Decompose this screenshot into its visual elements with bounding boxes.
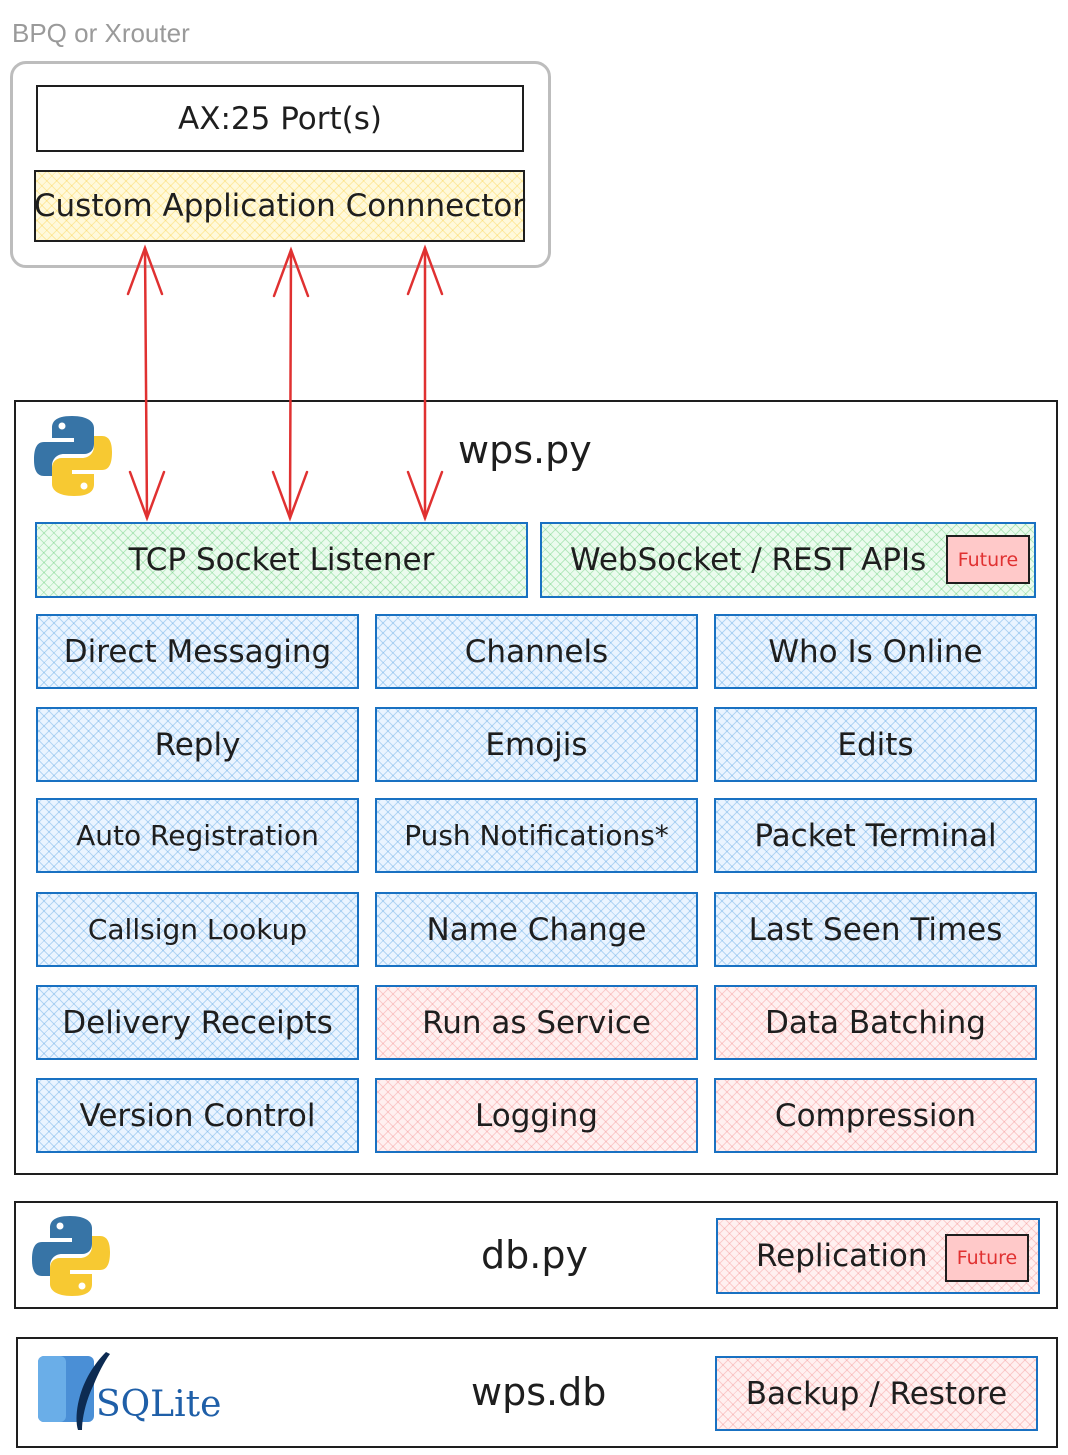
feature-channels[interactable]: Channels	[375, 614, 698, 689]
db-title: db.py	[481, 1233, 588, 1277]
feature-version-control[interactable]: Version Control	[36, 1078, 359, 1153]
feature-label: Auto Registration	[76, 819, 319, 852]
tcp-socket-listener-box[interactable]: TCP Socket Listener	[35, 522, 528, 598]
backup-restore-box[interactable]: Backup / Restore	[715, 1356, 1038, 1431]
feature-name-change[interactable]: Name Change	[375, 892, 698, 967]
feature-label: Compression	[774, 1097, 977, 1134]
feature-packet-terminal[interactable]: Packet Terminal	[714, 798, 1037, 873]
feature-label: Run as Service	[422, 1004, 651, 1041]
tcp-socket-listener-label: TCP Socket Listener	[128, 542, 435, 578]
feature-reply[interactable]: Reply	[36, 707, 359, 782]
db-container	[14, 1201, 1058, 1309]
feature-label: Direct Messaging	[63, 633, 332, 670]
feature-label: Logging	[475, 1097, 598, 1134]
feature-label: Edits	[837, 726, 914, 763]
feature-push-notifications[interactable]: Push Notifications*	[375, 798, 698, 873]
websocket-rest-label: WebSocket / REST APIs	[570, 542, 927, 578]
python-logo-icon	[32, 1216, 110, 1296]
future-badge: Future	[946, 535, 1030, 584]
sqlite-logo-icon	[38, 1352, 110, 1430]
feature-label: Version Control	[79, 1097, 316, 1134]
feature-data-batching[interactable]: Data Batching	[714, 985, 1037, 1060]
feature-label: Who Is Online	[768, 633, 983, 670]
backup-restore-label: Backup / Restore	[745, 1375, 1008, 1412]
wps-container	[14, 400, 1058, 1175]
replication-label: Replication	[756, 1238, 928, 1274]
custom-connector-label: Custom Application Connnector	[33, 188, 526, 224]
wps-title: wps.py	[458, 428, 592, 472]
feature-label: Channels	[464, 633, 609, 670]
feature-callsign-lookup[interactable]: Callsign Lookup	[36, 892, 359, 967]
future-badge: Future	[945, 1234, 1029, 1282]
feature-delivery-receipts[interactable]: Delivery Receipts	[36, 985, 359, 1060]
feature-label: Last Seen Times	[748, 911, 1003, 948]
feature-label: Emojis	[485, 726, 588, 763]
feature-edits[interactable]: Edits	[714, 707, 1037, 782]
feature-run-as-service[interactable]: Run as Service	[375, 985, 698, 1060]
feature-label: Data Batching	[765, 1004, 986, 1041]
feature-label: Packet Terminal	[754, 817, 997, 854]
python-logo-icon	[34, 416, 112, 496]
database-title: wps.db	[471, 1370, 607, 1414]
feature-compression[interactable]: Compression	[714, 1078, 1037, 1153]
sqlite-logo-text: SQLite	[96, 1384, 222, 1425]
feature-who-is-online[interactable]: Who Is Online	[714, 614, 1037, 689]
router-group-label: BPQ or Xrouter	[12, 18, 190, 48]
feature-logging[interactable]: Logging	[375, 1078, 698, 1153]
feature-label: Name Change	[426, 911, 647, 948]
database-container	[16, 1337, 1058, 1448]
feature-direct-messaging[interactable]: Direct Messaging	[36, 614, 359, 689]
feature-label: Push Notifications*	[404, 819, 669, 852]
feature-label: Reply	[154, 726, 241, 763]
custom-connector-box[interactable]: Custom Application Connnector	[34, 170, 525, 242]
feature-label: Delivery Receipts	[62, 1004, 333, 1041]
feature-auto-registration[interactable]: Auto Registration	[36, 798, 359, 873]
feature-label: Callsign Lookup	[87, 913, 308, 946]
ax25-port-label: AX:25 Port(s)	[178, 100, 382, 137]
ax25-port-box[interactable]: AX:25 Port(s)	[36, 85, 524, 152]
feature-emojis[interactable]: Emojis	[375, 707, 698, 782]
feature-last-seen-times[interactable]: Last Seen Times	[714, 892, 1037, 967]
